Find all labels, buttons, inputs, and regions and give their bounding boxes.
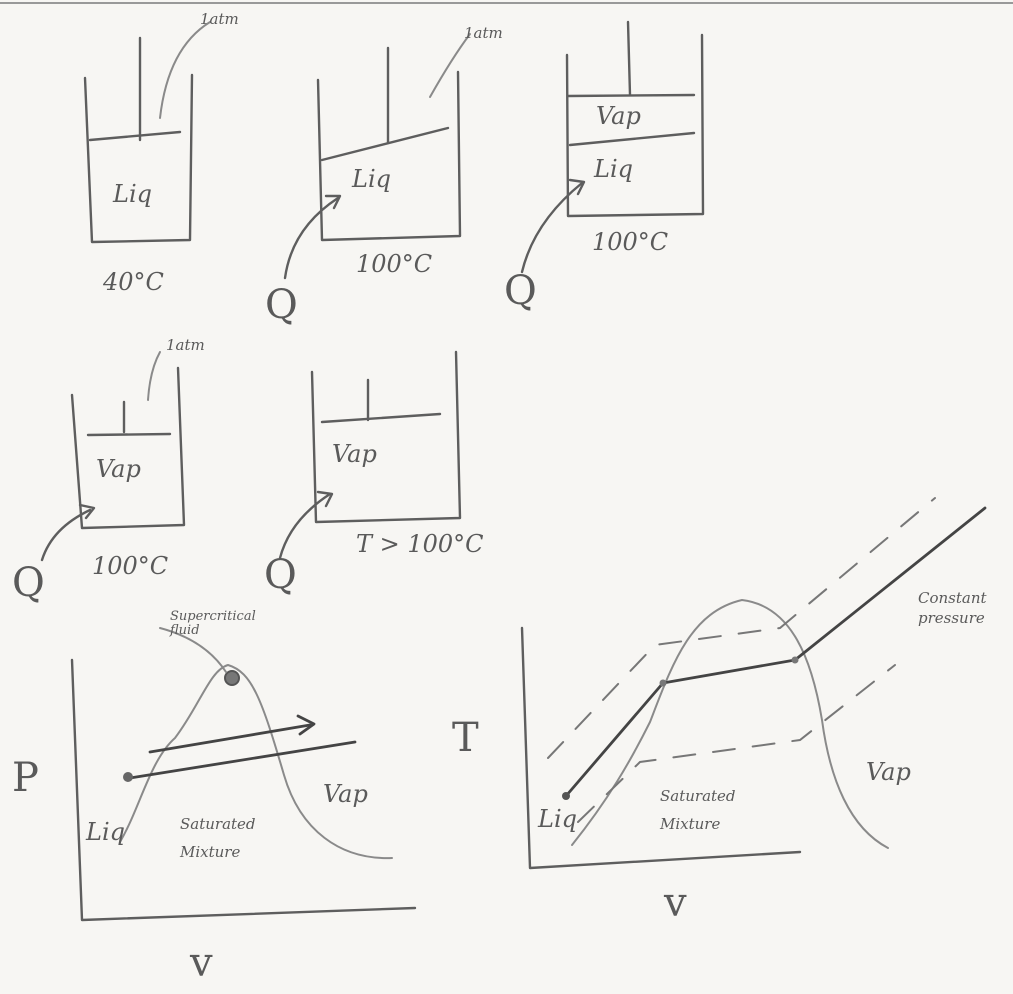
c1-pressure-label: 1atm xyxy=(200,10,239,28)
tv-isobar xyxy=(564,506,987,798)
tv-axes xyxy=(520,626,802,870)
pressure-leader-1 xyxy=(159,21,211,119)
pv-isobar xyxy=(128,740,357,780)
pv-x-axis-label: v xyxy=(190,940,213,986)
tv-vap-label: Vap xyxy=(866,758,911,786)
c5-temp-label: T > 100°C xyxy=(356,530,484,558)
c2-temp-label: 100°C xyxy=(356,250,433,278)
tv-sat-vap-point xyxy=(791,656,799,664)
tv-isobar-label: Constant pressure xyxy=(918,589,987,627)
cylinder-1 xyxy=(83,21,211,244)
c4-pressure-label: 1atm xyxy=(166,336,205,354)
pv-diagram xyxy=(70,627,417,922)
critical-point xyxy=(224,670,240,686)
pv-axes xyxy=(70,658,417,922)
tv-dome xyxy=(571,599,889,849)
c3-top-phase-label: Vap xyxy=(596,102,641,130)
c1-phase-label: Liq xyxy=(113,180,152,208)
heat-arrow-3 xyxy=(520,181,584,274)
tv-diagram xyxy=(520,497,987,870)
c2-heat-label: Q xyxy=(265,282,298,328)
heat-arrow-2 xyxy=(283,196,340,280)
c4-temp-label: 100°C xyxy=(92,552,169,580)
pressure-leader-2 xyxy=(429,33,471,98)
pv-vap-label: Vap xyxy=(323,780,368,808)
pv-dome xyxy=(119,664,393,860)
pv-critical-label: Supercritical fluid xyxy=(170,609,256,638)
pv-start-point xyxy=(123,772,133,782)
c3-heat-label: Q xyxy=(504,268,537,314)
tv-sat-liq-point xyxy=(659,679,667,687)
tv-isobar-high xyxy=(547,497,936,759)
cylinder-4 xyxy=(40,351,186,562)
pressure-leader-4 xyxy=(147,351,161,401)
heat-arrow-5 xyxy=(278,492,332,560)
c3-temp-label: 100°C xyxy=(592,228,669,256)
tv-mixture-label: Saturated Mixture xyxy=(660,787,736,833)
c4-heat-label: Q xyxy=(12,560,45,606)
critical-leader xyxy=(159,627,227,673)
c3-bottom-phase-label: Liq xyxy=(594,155,633,183)
c5-phase-label: Vap xyxy=(332,440,377,468)
tv-x-axis-label: v xyxy=(664,880,687,926)
c2-pressure-label: 1atm xyxy=(464,24,503,42)
c1-temp-label: 40°C xyxy=(103,268,164,296)
tv-y-axis-label: T xyxy=(452,715,479,761)
heat-arrow-4 xyxy=(40,508,92,562)
pv-arrow xyxy=(148,723,312,754)
tv-start-point xyxy=(562,792,570,800)
c5-heat-label: Q xyxy=(264,552,297,598)
pv-liq-label: Liq xyxy=(86,818,125,846)
pv-mixture-label: Saturated Mixture xyxy=(180,815,256,861)
tv-liq-label: Liq xyxy=(538,805,577,833)
cylinder-2 xyxy=(283,33,471,280)
c4-phase-label: Vap xyxy=(96,455,141,483)
cylinder-5 xyxy=(278,350,462,560)
pv-y-axis-label: P xyxy=(12,755,39,801)
c2-phase-label: Liq xyxy=(352,165,391,193)
cylinder-3 xyxy=(520,20,705,274)
tv-isobar-low xyxy=(577,664,896,823)
